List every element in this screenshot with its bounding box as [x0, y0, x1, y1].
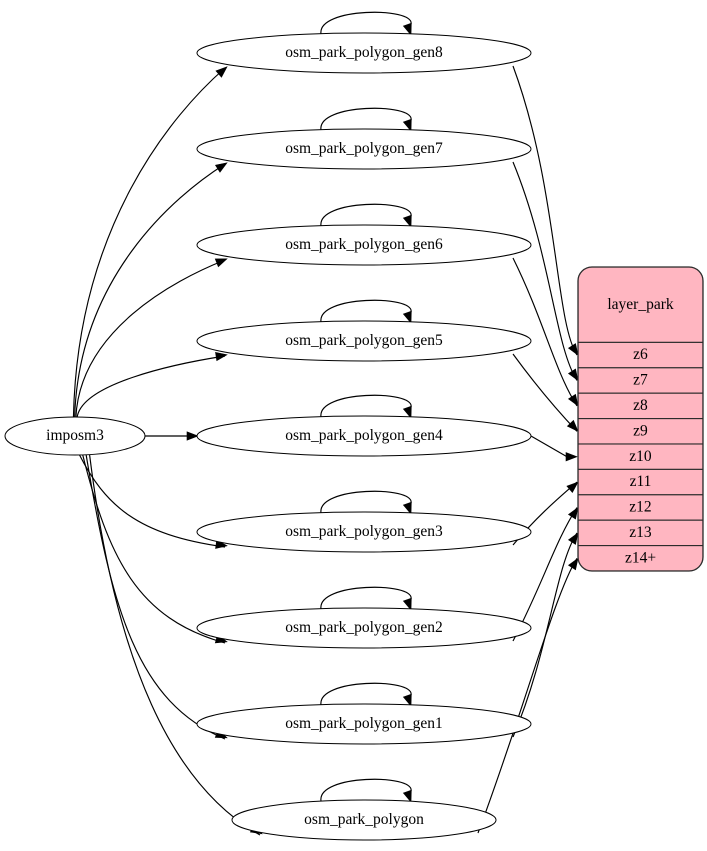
node-shape-osm_park_polygon_gen4[interactable]	[196, 415, 532, 457]
table-row-z7[interactable]	[578, 367, 703, 394]
table-outline	[577, 266, 704, 572]
self-loop-osm_park_polygon_gen1	[320, 682, 412, 706]
table-row-z10[interactable]	[578, 443, 703, 470]
edge-osm_park_polygon-to-table	[477, 557, 578, 834]
arrowhead-imposm3-to-osm_park_polygon_gen5	[215, 351, 228, 362]
node-layer: osm_park_polygon_gen8 osm_park_polygon_ge…	[4, 32, 532, 841]
edge-layer	[72, 11, 579, 836]
edge-imposm3-to-osm_park_polygon_gen5	[76, 355, 226, 419]
arrowhead-imposm3-to-osm_park_polygon_gen4	[186, 431, 199, 441]
node-osm_park_polygon_gen3[interactable]: osm_park_polygon_gen3	[196, 511, 532, 553]
arrowhead-self-loop-osm_park_polygon_gen3	[402, 501, 412, 515]
node-shape-imposm3[interactable]	[4, 416, 146, 456]
edge-imposm3-to-osm_park_polygon	[88, 453, 261, 836]
self-loop-osm_park_polygon_gen2	[320, 586, 412, 610]
node-shape-osm_park_polygon[interactable]	[231, 799, 497, 841]
edge-osm_park_polygon_gen4-to-table	[530, 435, 568, 458]
edge-osm_park_polygon_gen1-to-table	[512, 532, 578, 738]
node-shape-osm_park_polygon_gen8[interactable]	[196, 32, 532, 74]
edge-imposm3-to-osm_park_polygon_gen1	[85, 453, 226, 740]
node-osm_park_polygon_gen1[interactable]: osm_park_polygon_gen1	[196, 703, 532, 745]
arrowhead-osm_park_polygon_gen2-to-table	[567, 506, 579, 520]
self-loop-osm_park_polygon_gen4	[320, 394, 412, 418]
node-osm_park_polygon_gen6[interactable]: osm_park_polygon_gen6	[196, 224, 532, 266]
arrowhead-self-loop-osm_park_polygon_gen2	[402, 597, 412, 611]
node-osm_park_polygon_gen7[interactable]: osm_park_polygon_gen7	[196, 128, 532, 170]
arrowhead-self-loop-osm_park_polygon_gen4	[402, 405, 412, 419]
arrowhead-osm_park_polygon_gen5-to-table	[566, 419, 579, 432]
table-row-z11[interactable]	[578, 468, 703, 496]
arrowhead-imposm3-to-osm_park_polygon_gen6	[214, 258, 228, 268]
node-osm_park_polygon_gen5[interactable]: osm_park_polygon_gen5	[196, 320, 532, 362]
node-imposm3[interactable]: imposm3	[4, 416, 146, 456]
table-row-z6[interactable]	[578, 341, 703, 369]
edge-osm_park_polygon_gen8-to-table	[512, 65, 578, 356]
arrowhead-osm_park_polygon-to-table	[567, 557, 579, 571]
arrowhead-self-loop-osm_park_polygon_gen8	[402, 22, 412, 36]
node-shape-osm_park_polygon_gen2[interactable]	[196, 607, 532, 649]
table-row-z14+[interactable]	[578, 545, 703, 571]
self-loop-osm_park_polygon_gen7	[320, 107, 412, 131]
arrowhead-self-loop-osm_park_polygon_gen6	[402, 214, 412, 228]
self-loop-osm_park_polygon_gen5	[320, 299, 412, 323]
edge-osm_park_polygon_gen5-to-table	[512, 353, 578, 432]
arrowhead-osm_park_polygon_gen1-to-table	[567, 532, 579, 545]
node-osm_park_polygon_gen8[interactable]: osm_park_polygon_gen8	[196, 32, 532, 74]
arrowhead-osm_park_polygon_gen7-to-table	[567, 368, 579, 382]
node-shape-osm_park_polygon_gen3[interactable]	[196, 511, 532, 553]
table-header-cell	[578, 267, 703, 343]
edge-imposm3-to-osm_park_polygon_gen8	[72, 67, 226, 419]
edge-osm_park_polygon_gen6-to-table	[512, 257, 578, 407]
arrowhead-self-loop-osm_park_polygon	[402, 789, 412, 803]
node-osm_park_polygon[interactable]: osm_park_polygon	[231, 799, 497, 841]
self-loop-osm_park_polygon	[320, 778, 412, 802]
edge-imposm3-to-osm_park_polygon_gen7	[74, 163, 226, 419]
arrowhead-self-loop-osm_park_polygon_gen7	[402, 118, 412, 132]
edge-osm_park_polygon_gen7-to-table	[512, 161, 578, 381]
node-shape-osm_park_polygon_gen5[interactable]	[196, 320, 532, 362]
node-osm_park_polygon_gen4[interactable]: osm_park_polygon_gen4	[196, 415, 532, 457]
arrowhead-imposm3-to-osm_park_polygon_gen7	[214, 162, 228, 173]
edge-imposm3-to-osm_park_polygon_gen6	[75, 259, 226, 419]
table-row-z8[interactable]	[578, 392, 703, 420]
arrowhead-osm_park_polygon_gen6-to-table	[567, 393, 579, 407]
self-loop-osm_park_polygon_gen6	[320, 203, 412, 227]
node-shape-osm_park_polygon_gen7[interactable]	[196, 128, 532, 170]
arrowhead-self-loop-osm_park_polygon_gen5	[402, 310, 412, 324]
table-row-z9[interactable]	[578, 418, 703, 445]
arrowhead-osm_park_polygon_gen3-to-table	[566, 481, 579, 493]
arrowhead-osm_park_polygon_gen4-to-table	[565, 452, 578, 462]
node-shape-osm_park_polygon_gen6[interactable]	[196, 224, 532, 266]
self-loop-osm_park_polygon_gen8	[320, 11, 412, 35]
table-row-z12[interactable]	[578, 494, 703, 521]
arrowhead-self-loop-osm_park_polygon_gen1	[402, 693, 412, 707]
arrowhead-imposm3-to-osm_park_polygon_gen8	[215, 66, 228, 78]
node-osm_park_polygon_gen2[interactable]: osm_park_polygon_gen2	[196, 607, 532, 649]
table-row-z13[interactable]	[578, 519, 703, 547]
self-loop-osm_park_polygon_gen3	[320, 490, 412, 514]
arrowhead-osm_park_polygon_gen8-to-table	[567, 343, 579, 356]
node-shape-osm_park_polygon_gen1[interactable]	[196, 703, 532, 745]
